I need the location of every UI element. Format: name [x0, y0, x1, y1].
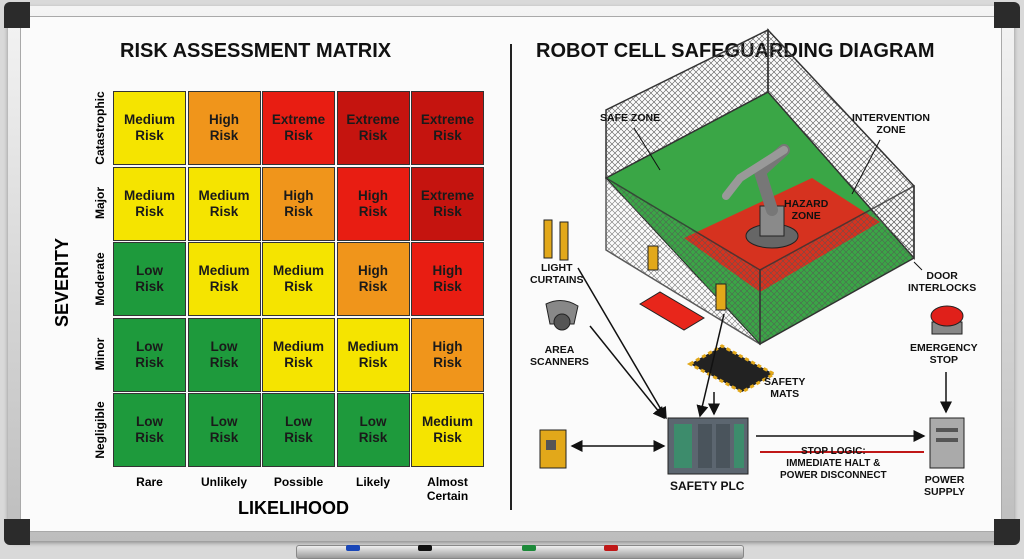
matrix-cell: Low Risk	[113, 317, 186, 392]
frame-corner	[994, 2, 1020, 28]
safety-plc-label: SAFETY PLC	[670, 479, 745, 493]
light-curtain-post	[543, 219, 553, 259]
enabling-switch-icon	[539, 429, 567, 469]
light-curtain-post	[559, 221, 569, 261]
likelihood-level-label: Rare	[136, 474, 163, 489]
matrix-cell: Extreme Risk	[336, 91, 410, 165]
power-supply-label: POWER SUPPLY	[924, 474, 966, 498]
frame-corner	[4, 519, 30, 545]
area-scanner-icon	[545, 300, 579, 331]
matrix-cell: Medium Risk	[113, 91, 186, 165]
matrix-cell: Extreme Risk	[262, 91, 335, 165]
fence-front-right	[759, 184, 915, 346]
area-scanners-label: AREA SCANNERS	[530, 344, 589, 368]
arrow-door-interlock	[696, 313, 725, 418]
matrix-title: RISK ASSESSMENT MATRIX	[120, 40, 392, 62]
hazard-zone-label: HAZARD ZONE	[784, 198, 829, 222]
likelihood-level-label: Unlikely	[200, 474, 248, 489]
likelihood-level-label: Possible	[273, 474, 324, 489]
light-curtains-label: LIGHT CURTAINS	[530, 262, 584, 286]
matrix-cell: Medium Risk	[262, 242, 335, 316]
matrix-cell: Extreme Risk	[411, 166, 484, 241]
matrix-cell: High Risk	[411, 242, 484, 316]
red-floor-mat	[639, 291, 705, 331]
matrix-cell: High Risk	[262, 166, 335, 241]
matrix-cell: High Risk	[336, 242, 410, 316]
door-interlocks-label: DOOR INTERLOCKS	[908, 270, 977, 294]
frame-corner	[4, 2, 30, 28]
matrix-cell: High Risk	[411, 317, 484, 392]
matrix-cell: Medium Risk	[262, 317, 335, 392]
blue-marker	[346, 545, 360, 551]
door-interlock-device	[715, 283, 727, 311]
door-interlock-device	[647, 245, 659, 271]
matrix-cell: Low Risk	[262, 393, 335, 467]
emergency-stop-icon	[930, 305, 964, 335]
emergency-stop-label: EMERGENCY STOP	[910, 342, 978, 366]
safety-plc-icon	[667, 417, 749, 475]
likelihood-axis-label: LIKELIHOOD	[238, 498, 349, 518]
robot-arm	[722, 144, 799, 249]
power-supply-icon	[929, 417, 965, 469]
arrow-light-curtains	[577, 267, 667, 420]
matrix-cell: High Risk	[336, 166, 410, 241]
matrix-cell: Low Risk	[113, 393, 186, 467]
red-marker	[604, 545, 618, 551]
matrix-cell: Medium Risk	[113, 166, 186, 241]
matrix-cell: Medium Risk	[187, 166, 261, 241]
matrix-cell: Medium Risk	[336, 317, 410, 392]
safety-mat	[686, 344, 778, 394]
likelihood-level-label: Almost Certain	[426, 474, 469, 503]
safe-zone-label: SAFE ZONE	[600, 112, 661, 124]
safety-mats-label: SAFETY MATS	[764, 376, 806, 400]
likelihood-level-label: Likely	[355, 474, 391, 489]
matrix-cell: Medium Risk	[411, 393, 484, 467]
black-marker	[418, 545, 432, 551]
matrix-cell: Low Risk	[187, 317, 261, 392]
matrix-cell: High Risk	[187, 91, 261, 165]
frame-corner	[994, 519, 1020, 545]
stop-logic-label: STOP LOGIC: IMMEDIATE HALT & POWER DISCO…	[780, 446, 887, 481]
green-marker	[522, 545, 536, 551]
intervention-zone-label: INTERVENTION ZONE	[852, 112, 930, 136]
arrow-area-scanners	[589, 325, 665, 420]
matrix-cell: Low Risk	[336, 393, 410, 467]
divider-line	[510, 44, 512, 510]
matrix-cell: Medium Risk	[187, 242, 261, 316]
matrix-cell: Low Risk	[113, 242, 186, 316]
matrix-cell: Low Risk	[187, 393, 261, 467]
matrix-cell: Extreme Risk	[411, 91, 484, 165]
